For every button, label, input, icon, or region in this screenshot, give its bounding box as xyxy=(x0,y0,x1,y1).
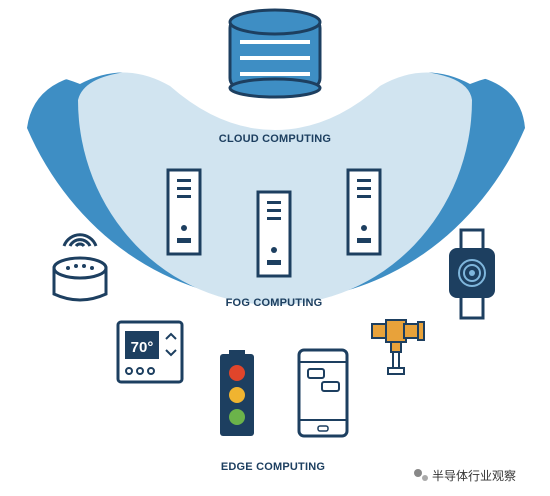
watermark-logo-icon xyxy=(414,469,422,477)
thermostat-icon: 70° xyxy=(116,320,184,384)
edge-devices: 70° xyxy=(52,228,495,473)
edge-computing-label: EDGE COMPUTING xyxy=(221,461,325,473)
thermostat-display: 70° xyxy=(131,339,154,356)
watermark: 半导体行业观察 xyxy=(414,469,516,483)
traffic-light-icon xyxy=(220,350,254,436)
smartwatch-icon xyxy=(449,228,495,320)
smart-speaker-icon xyxy=(52,233,108,302)
server-icon xyxy=(346,168,382,256)
fog-computing-label: FOG COMPUTING xyxy=(226,297,323,309)
server-icon xyxy=(166,168,202,256)
valve-icon xyxy=(371,319,425,375)
fog-servers: FOG COMPUTING xyxy=(166,168,382,309)
watermark-text: 半导体行业观察 xyxy=(432,469,516,483)
cloud-layer: CLOUD COMPUTING xyxy=(0,0,550,145)
database-icon xyxy=(228,8,322,99)
server-icon xyxy=(256,190,292,278)
cloud-computing-label: CLOUD COMPUTING xyxy=(219,133,331,145)
smartphone-icon xyxy=(297,348,349,438)
